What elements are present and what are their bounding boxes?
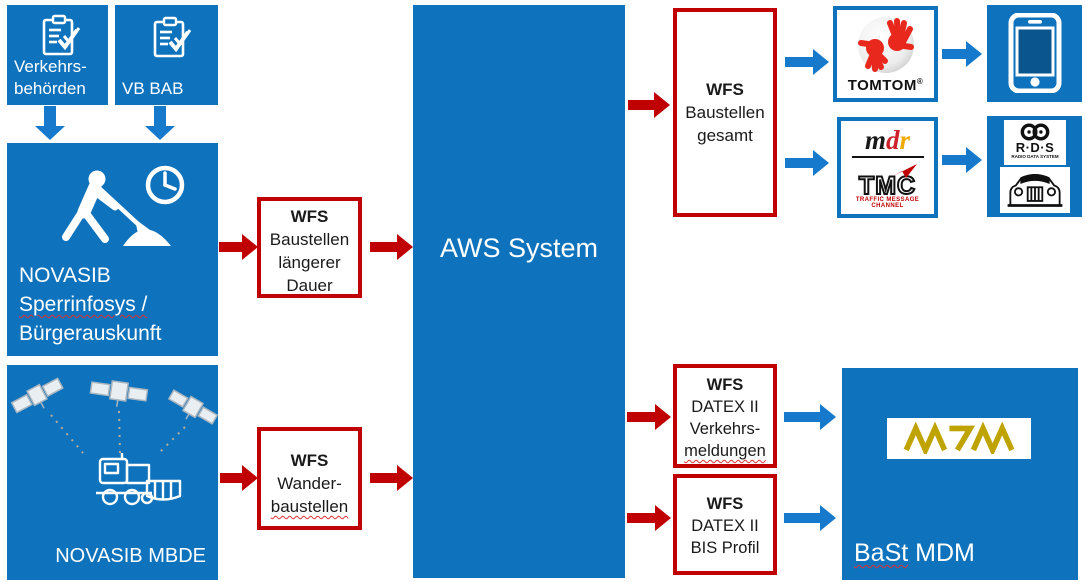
smartphone-icon: [1008, 13, 1062, 93]
snowplow-truck-icon: [96, 453, 182, 506]
rds-reels-icon: [1020, 123, 1050, 141]
tmc-logo: TMC TRAFFIC MESSAGE CHANNEL: [841, 163, 934, 209]
node-novasib-sperrinfosys: NOVASIB Sperrinfosys / Bürgerauskunft: [7, 143, 218, 356]
label-line: Baustellen: [269, 230, 350, 249]
node-novasib-mbde: ↙ NOVASIB MBDE: [7, 365, 218, 580]
construction-worker-icon: [62, 165, 185, 246]
satellite-icons: [10, 377, 218, 456]
label-line: baustellen: [270, 497, 349, 516]
node-verkehrsbehoerden: Verkehrs- behörden: [7, 5, 108, 105]
label-line: gesamt: [697, 126, 753, 145]
node-wfs-baustellen-dauer: WFS Baustellen längerer Dauer: [257, 197, 362, 298]
label-line: DATEX II: [691, 398, 759, 416]
wfs-title: WFS: [706, 376, 744, 394]
arrow-aws-to-datex-bis: [627, 505, 671, 531]
node-mdr-tmc: mdr TMC TRAFFIC MESSAGE CHANNEL: [837, 117, 938, 218]
label-line: Wander-: [277, 474, 342, 493]
wfs-title: WFS: [290, 207, 329, 226]
mdr-letter-m: m: [864, 125, 886, 155]
arrow-mbde-to-wfs-wander: [220, 465, 258, 491]
label-line: BIS Profil: [690, 539, 760, 557]
arrow-novasib-to-wfs-dauer: [219, 234, 258, 260]
label-line: Verkehrs-: [689, 420, 761, 438]
label-line: Sperrinfosys /: [19, 293, 148, 316]
mdr-underline: [851, 156, 924, 158]
label-part: BaSt: [854, 539, 909, 567]
arrow-gesamt-to-tomtom: [785, 49, 829, 75]
arrow-verkehrsbehoerden-to-novasib: [35, 106, 65, 140]
satellite-icon: [10, 377, 218, 425]
arrow-datex-verkehr-to-mdm: [784, 404, 836, 430]
wfs-title: WFS: [290, 451, 329, 470]
node-rds: R·D·S RADIO DATA SYSTEM: [987, 116, 1082, 217]
arrow-aws-to-wfs-gesamt: [628, 92, 670, 118]
label-line: Dauer: [286, 276, 333, 295]
node-label: BaSt MDM: [854, 539, 975, 568]
label-line: längerer: [278, 253, 341, 272]
arrow-wfs-dauer-to-aws: [370, 234, 413, 260]
arrow-wfs-wander-to-aws: [370, 465, 413, 491]
wfs-title: WFS: [706, 80, 744, 99]
node-label: NOVASIB Sperrinfosys / Bürgerauskunft: [19, 261, 161, 348]
tmc-wordmark: TMC: [858, 172, 917, 200]
mdr-letter-r: r: [899, 125, 911, 155]
label-line: Verkehrs-: [14, 57, 87, 76]
label-line: Bürgerauskunft: [19, 322, 162, 345]
node-label: VB BAB: [122, 79, 184, 98]
arrow-mdr-tmc-to-rds: [942, 147, 982, 173]
mdr-letter-d: d: [886, 125, 900, 155]
rds-subtitle: RADIO DATA SYSTEM: [1011, 154, 1059, 159]
rds-logo: R·D·S RADIO DATA SYSTEM: [1004, 120, 1066, 165]
node-label: AWS System: [439, 233, 599, 263]
arrow-vbbab-to-novasib: [145, 106, 175, 140]
clipboard-check-icon: [153, 16, 192, 58]
node-vb-bab: VB BAB: [115, 5, 218, 105]
arrow-aws-to-datex-verkehr: [627, 404, 671, 430]
label-line: NOVASIB: [19, 264, 111, 287]
vintage-car-tile: [1000, 167, 1070, 213]
node-wfs-baustellen-gesamt: WFS Baustellen gesamt: [673, 8, 777, 217]
arrow-tomtom-to-smartphone: [942, 41, 982, 67]
node-aws-system: AWS System: [413, 5, 625, 578]
node-bast-mdm: BaSt MDM: [842, 368, 1078, 580]
tomtom-wordmark: TOMTOM®: [847, 77, 924, 94]
wfs-title: WFS: [706, 495, 744, 513]
label-line: meldungen: [684, 442, 766, 460]
node-tomtom: TOMTOM®: [833, 6, 938, 102]
arrow-datex-bis-to-mdm: [784, 505, 836, 531]
node-label: Verkehrs- behörden: [14, 56, 87, 100]
node-wfs-wanderbaustellen: WFS Wander- baustellen: [257, 427, 362, 530]
mdr-logo: mdr: [841, 125, 934, 158]
label-line: DATEX II: [691, 517, 759, 535]
tomtom-hands-icon: [858, 17, 914, 73]
arrow-gesamt-to-mdr-tmc: [785, 150, 829, 176]
clipboard-check-icon: [42, 14, 81, 56]
satellite-links: [50, 410, 186, 456]
label-line: behörden: [14, 79, 86, 98]
label-line: Baustellen: [685, 103, 765, 122]
label-part: MDM: [908, 539, 975, 567]
vintage-car-icon: [1007, 174, 1063, 207]
rds-wordmark: R·D·S: [1015, 140, 1055, 155]
node-wfs-datex-bis: WFS DATEX II BIS Profil: [673, 474, 777, 575]
clock-icon: [145, 165, 185, 205]
tmc-arrow-icon: [893, 164, 917, 178]
tmc-subtitle: TRAFFIC MESSAGE CHANNEL: [855, 197, 920, 209]
mdm-logo: [887, 418, 1031, 459]
node-wfs-datex-verkehr: WFS DATEX II Verkehrs- meldungen: [673, 364, 777, 468]
node-smartphone: [987, 5, 1082, 102]
node-label: NOVASIB MBDE: [55, 545, 206, 567]
